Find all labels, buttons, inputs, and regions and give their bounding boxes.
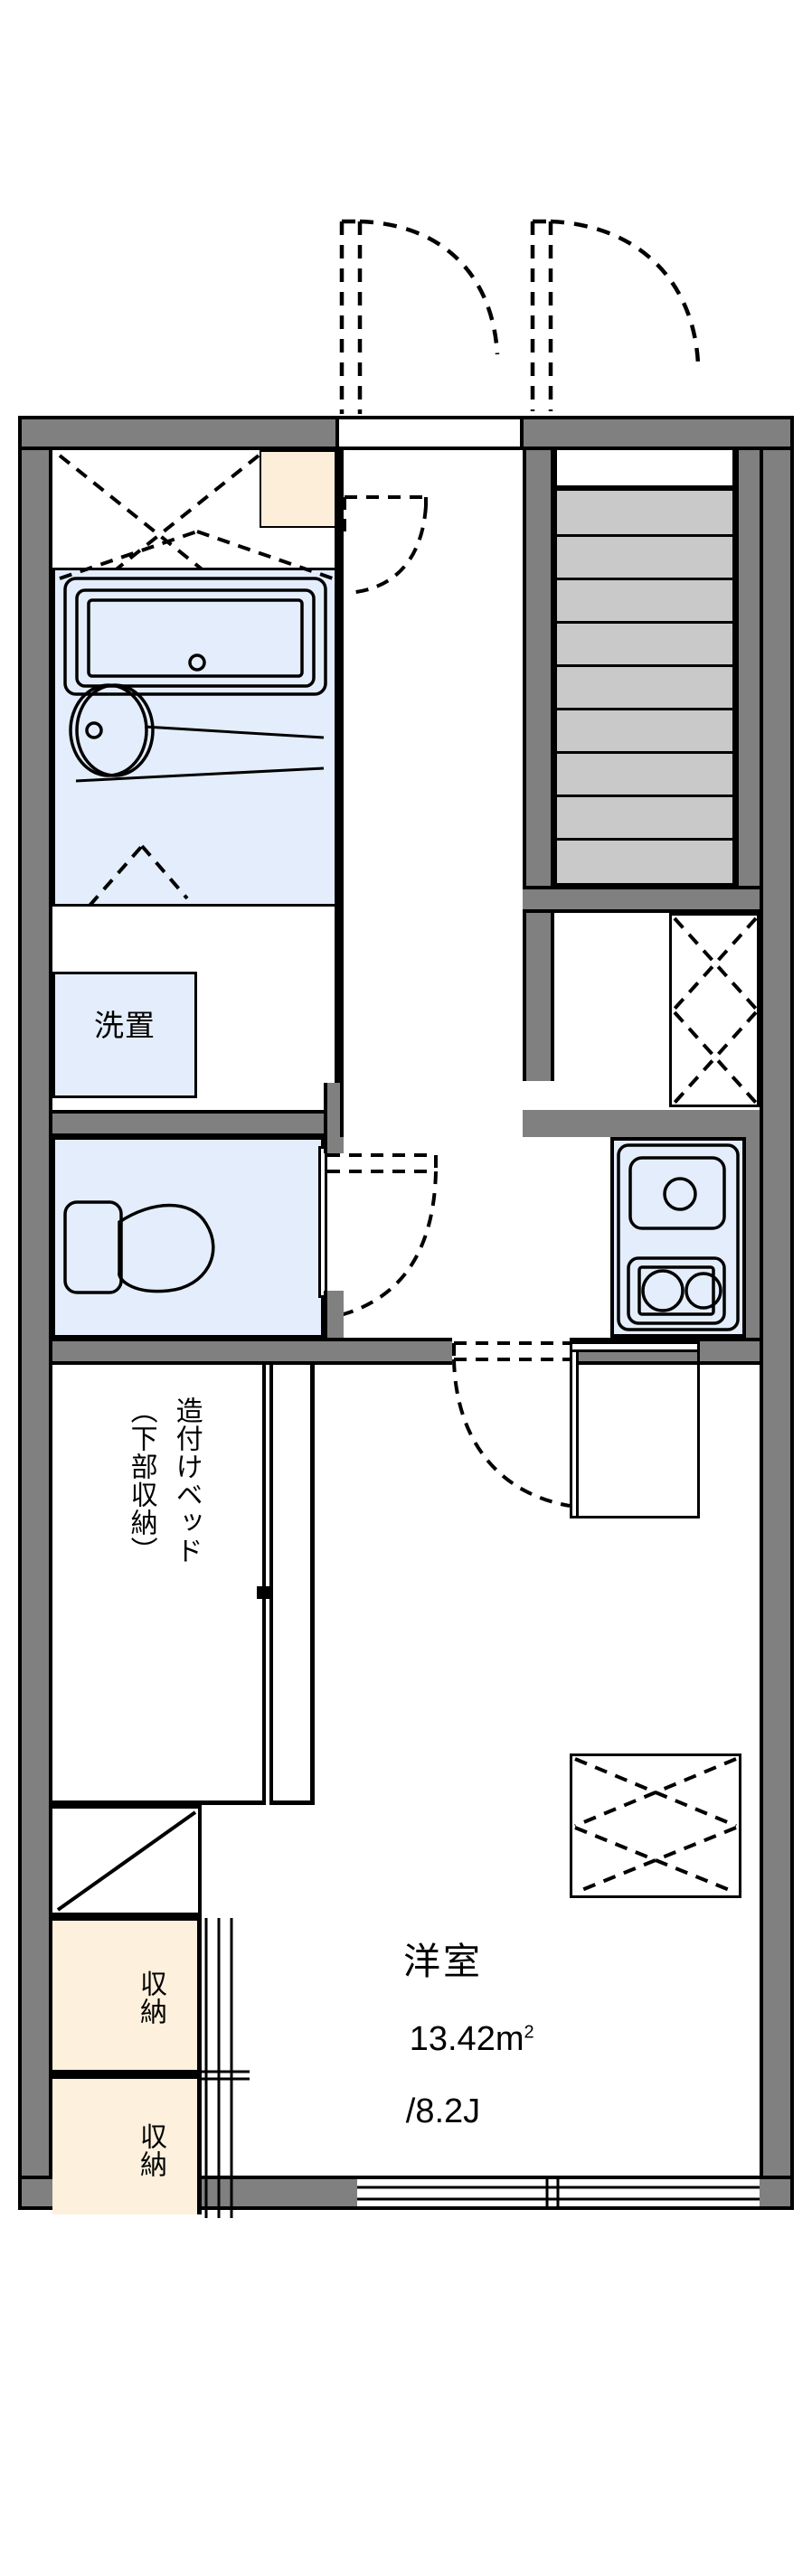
- toilet-door-leaf: [318, 1146, 327, 1298]
- main-room-area: 13.42m2: [298, 1988, 588, 2091]
- built-in-bed-inner-panel: [262, 1365, 273, 1805]
- storage-closet-upper: 収納: [52, 1916, 202, 2074]
- exterior-wall-right: [760, 416, 794, 2210]
- wall-toilet-right: [324, 1137, 344, 1153]
- room-entry-door-frame-right: [570, 1341, 700, 1518]
- stairs-block: [554, 488, 735, 886]
- bath-ceiling-hint-icon: [59, 530, 334, 580]
- washer-space-label: 洗置: [94, 1009, 156, 1042]
- wall-kitchen-top: [523, 1110, 760, 1137]
- balcony-door-swing-icon: [530, 219, 701, 411]
- wall-wet-hall: [335, 450, 341, 1083]
- main-room-jo: /8.2J: [405, 2092, 481, 2130]
- bed-panel-mark: [257, 1586, 273, 1599]
- main-room-name: 洋室: [403, 1941, 483, 1982]
- storage-closet-lower: 収納: [52, 2074, 202, 2214]
- toilet-fixture-icon: [63, 1200, 215, 1294]
- entry-closet-diagonal-icon: [56, 1810, 197, 1912]
- meter-closet: [669, 913, 760, 1107]
- meter-closet-x-icon: [673, 917, 758, 1105]
- wall-main-room-top-mid: [324, 1338, 452, 1365]
- storage-sliding-door-icon: [201, 1918, 250, 2218]
- wall-stairs-right: [735, 450, 760, 886]
- storage-upper-label-line: 収納: [52, 1942, 197, 2058]
- storage-lower-label: 収納: [136, 2122, 165, 2178]
- entrance-shoe-box: [260, 450, 339, 528]
- entrance-door-opening: [339, 416, 520, 450]
- washer-space: 洗置: [52, 972, 197, 1098]
- built-in-bed-label: 造付けベッド: [171, 1396, 202, 1565]
- exterior-wall-top: [18, 416, 339, 450]
- room-closet-right-x-icon: [574, 1757, 737, 1894]
- built-in-bed-storage-label: （下部収納）: [126, 1396, 156, 1565]
- exterior-wall-left: [18, 416, 52, 2210]
- storage-upper-label: 収納: [136, 1970, 165, 2026]
- wall-main-room-top-left: [52, 1338, 324, 1365]
- storage-lower-label-line: 収納: [52, 2095, 197, 2211]
- kitchen-sink-stove-icon: [617, 1143, 740, 1331]
- toilet-door-swing-icon: [327, 1153, 438, 1320]
- wall-toilet-right-lower: [324, 1291, 344, 1338]
- hall-floor: [339, 450, 520, 1083]
- wall-hall-stairs: [523, 450, 554, 1081]
- wall-kitchen-right: [746, 1110, 760, 1338]
- entrance-door-swing-icon: [339, 219, 500, 414]
- main-room-area-value: 13.42m: [409, 2020, 524, 2058]
- hall-door-swing-icon: [343, 495, 428, 595]
- main-room-label-group: 洋室 13.42m2 /8.2J: [298, 1943, 588, 2129]
- bath-floor-hint-icon: [88, 844, 189, 907]
- exterior-wall-top-right: [520, 416, 794, 450]
- wall-stairs-bottom: [523, 886, 760, 913]
- room-closet-right: [570, 1753, 741, 1898]
- room-entry-door-swing-icon: [452, 1341, 571, 1508]
- wall-wet-hall-lower: [324, 1083, 344, 1137]
- south-window-glazing-icon: [357, 2177, 760, 2210]
- stairs-landing: [554, 450, 735, 488]
- wall-toilet-top: [52, 1110, 324, 1137]
- bathroom-vanity-icon: [63, 577, 327, 783]
- main-room-area-unit-sup: 2: [524, 2022, 534, 2043]
